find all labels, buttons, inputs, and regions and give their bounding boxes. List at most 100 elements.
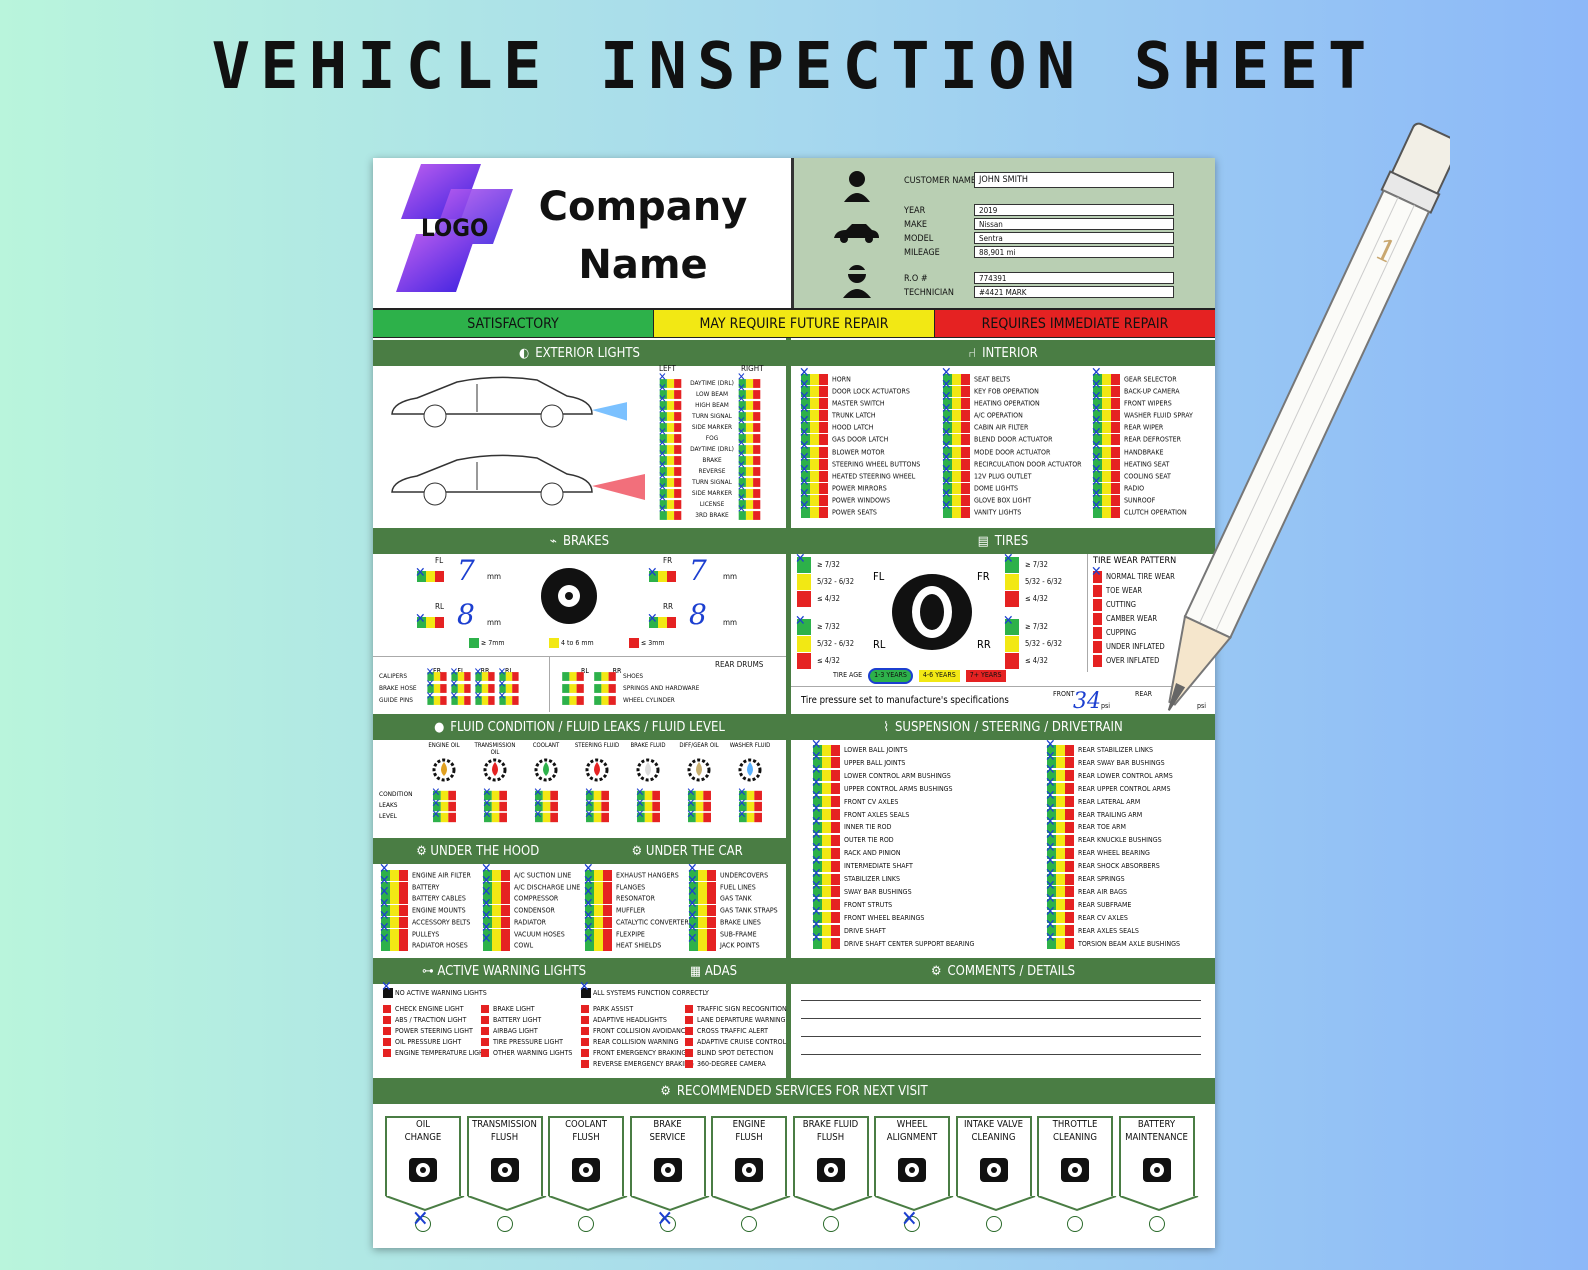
status-box-y[interactable] bbox=[746, 790, 755, 801]
status-box-r[interactable] bbox=[448, 801, 456, 812]
status-box-y[interactable] bbox=[594, 905, 603, 917]
status-box-g[interactable] bbox=[594, 671, 602, 681]
status-box-r[interactable] bbox=[1065, 860, 1074, 872]
status-box-r[interactable] bbox=[707, 893, 716, 905]
status-box-r[interactable] bbox=[707, 940, 716, 952]
status-box-r[interactable] bbox=[819, 374, 828, 385]
status-triad[interactable] bbox=[594, 683, 620, 693]
status-box-y[interactable] bbox=[481, 695, 489, 705]
status-box-r[interactable] bbox=[674, 456, 682, 465]
status-box-y[interactable] bbox=[745, 379, 754, 388]
status-box-r[interactable] bbox=[831, 847, 840, 859]
checkbox[interactable] bbox=[685, 1060, 693, 1068]
status-box-r[interactable] bbox=[1065, 938, 1074, 950]
status-box-y[interactable] bbox=[481, 683, 489, 693]
status-box-y[interactable] bbox=[492, 928, 501, 940]
status-box-g[interactable] bbox=[584, 808, 594, 823]
status-box-y[interactable] bbox=[952, 446, 961, 458]
status-box-r[interactable] bbox=[1111, 446, 1120, 458]
status-box-y[interactable] bbox=[745, 445, 754, 454]
status-box-r[interactable] bbox=[603, 940, 612, 952]
tire-wear-box[interactable] bbox=[1093, 655, 1102, 667]
status-triad[interactable] bbox=[1045, 932, 1074, 950]
status-box-y[interactable] bbox=[1056, 860, 1065, 872]
status-box-r[interactable] bbox=[1111, 374, 1120, 385]
status-box-r[interactable] bbox=[1111, 494, 1120, 506]
status-box-y[interactable] bbox=[810, 410, 819, 422]
status-box-y[interactable] bbox=[745, 467, 754, 476]
status-box-r[interactable] bbox=[819, 507, 828, 519]
status-box-r[interactable] bbox=[1111, 398, 1120, 410]
status-box-y[interactable] bbox=[594, 893, 603, 905]
status-box-y[interactable] bbox=[698, 916, 707, 928]
status-box-y[interactable] bbox=[810, 458, 819, 470]
status-box-y[interactable] bbox=[1056, 912, 1065, 924]
status-box-y[interactable] bbox=[745, 412, 754, 421]
list-item[interactable]: CHECK ENGINE LIGHT bbox=[383, 1004, 488, 1015]
status-box-r[interactable] bbox=[603, 905, 612, 917]
status-box-y[interactable] bbox=[481, 671, 489, 681]
status-box-y[interactable] bbox=[822, 783, 831, 795]
status-box-y[interactable] bbox=[952, 398, 961, 410]
status-box-r[interactable] bbox=[399, 928, 408, 940]
list-item[interactable]: BLIND SPOT DETECTION bbox=[685, 1048, 787, 1059]
status-box-y[interactable] bbox=[593, 812, 602, 823]
status-box-r[interactable] bbox=[652, 790, 660, 801]
status-box-y[interactable] bbox=[952, 507, 961, 519]
list-item[interactable]: ABS / TRACTION LIGHT bbox=[383, 1015, 488, 1026]
status-box-y[interactable] bbox=[1056, 809, 1065, 821]
service-select-circle[interactable]: ✕ bbox=[412, 1207, 431, 1232]
brake-fr-tri[interactable] bbox=[647, 565, 680, 585]
status-box-g[interactable] bbox=[658, 506, 667, 520]
status-box-y[interactable] bbox=[1056, 847, 1065, 859]
status-box-r[interactable] bbox=[831, 886, 840, 898]
status-box-y[interactable] bbox=[810, 374, 819, 385]
status-box-y[interactable] bbox=[1056, 834, 1065, 846]
list-item[interactable]: REVERSE EMERGENCY BRAKING bbox=[581, 1059, 694, 1070]
status-box-r[interactable] bbox=[753, 478, 761, 487]
status-box-y[interactable] bbox=[1102, 458, 1111, 470]
status-box-r[interactable] bbox=[831, 796, 840, 808]
status-triad[interactable] bbox=[533, 808, 558, 823]
status-box-g[interactable] bbox=[737, 808, 747, 823]
status-box-y[interactable] bbox=[952, 470, 961, 482]
status-box-g[interactable] bbox=[533, 786, 543, 801]
checkbox[interactable] bbox=[685, 1027, 693, 1035]
status-box-r[interactable] bbox=[753, 511, 761, 520]
status-box-r[interactable] bbox=[674, 489, 682, 498]
status-box-y[interactable] bbox=[666, 445, 675, 454]
status-box-r[interactable] bbox=[674, 401, 682, 410]
status-box-y[interactable] bbox=[1056, 757, 1065, 769]
status-box-y[interactable] bbox=[666, 379, 675, 388]
status-box-r[interactable] bbox=[961, 434, 970, 446]
tire-grade-box[interactable] bbox=[1005, 635, 1019, 652]
model-field[interactable]: Sentra bbox=[974, 232, 1174, 244]
brake-rr-tri[interactable] bbox=[647, 611, 680, 631]
status-box-r[interactable] bbox=[608, 671, 616, 681]
status-box-y[interactable] bbox=[1056, 899, 1065, 911]
list-item[interactable]: ADAPTIVE HEADLIGHTS bbox=[581, 1015, 694, 1026]
status-triad[interactable] bbox=[533, 797, 558, 812]
list-item[interactable]: FRONT COLLISION AVOIDANCE bbox=[581, 1026, 694, 1037]
status-box-y[interactable] bbox=[952, 410, 961, 422]
status-box-y[interactable] bbox=[822, 938, 831, 950]
status-box-r[interactable] bbox=[608, 695, 616, 705]
status-box-g[interactable] bbox=[941, 501, 952, 519]
list-item[interactable]: TRAFFIC SIGN RECOGNITION bbox=[685, 1004, 787, 1015]
service-select-circle[interactable]: ✕ bbox=[901, 1207, 920, 1232]
tire-wear-box[interactable] bbox=[1093, 599, 1102, 611]
status-box-g[interactable] bbox=[450, 667, 458, 681]
status-box-r[interactable] bbox=[703, 812, 711, 823]
status-box-y[interactable] bbox=[822, 873, 831, 885]
status-box-r[interactable] bbox=[754, 790, 762, 801]
status-box-r[interactable] bbox=[961, 446, 970, 458]
tire-wear-box[interactable] bbox=[1093, 641, 1102, 653]
status-triad[interactable] bbox=[498, 679, 519, 693]
status-box-y[interactable] bbox=[745, 423, 754, 432]
checkbox[interactable] bbox=[383, 1049, 391, 1057]
status-box-y[interactable] bbox=[1056, 886, 1065, 898]
status-box-y[interactable] bbox=[822, 860, 831, 872]
